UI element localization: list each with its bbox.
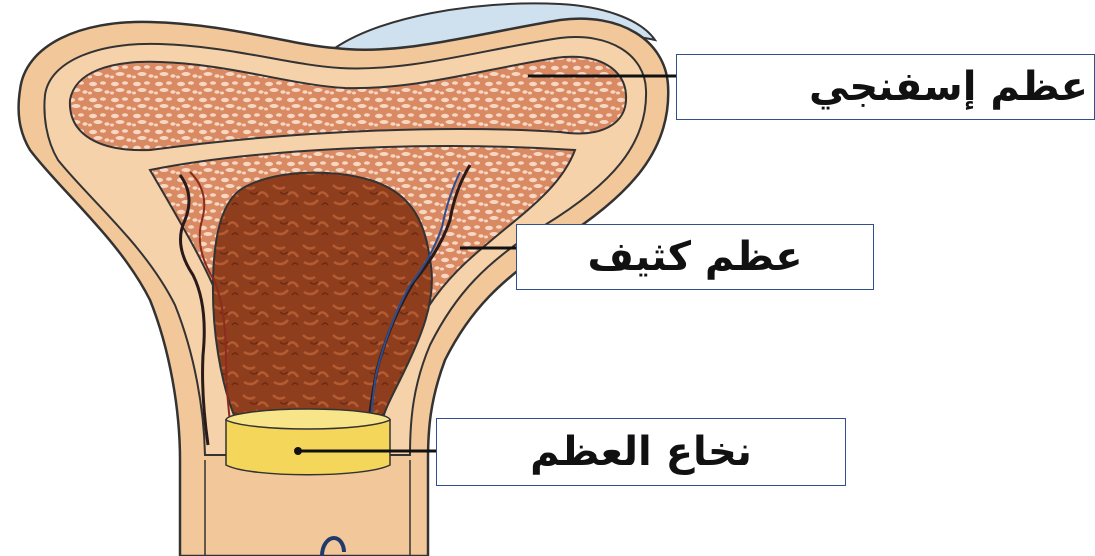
marrow-cavity [213, 173, 432, 418]
label-bone-marrow: نخاع العظم [436, 418, 846, 486]
label-bone-marrow-text: نخاع العظم [530, 429, 752, 475]
label-compact-bone-text: عظم كثيف [587, 234, 802, 280]
label-spongy-bone-text: عظم إسفنجي [809, 64, 1088, 110]
label-compact-bone: عظم كثيف [516, 224, 874, 290]
label-spongy-bone: عظم إسفنجي [676, 54, 1095, 120]
